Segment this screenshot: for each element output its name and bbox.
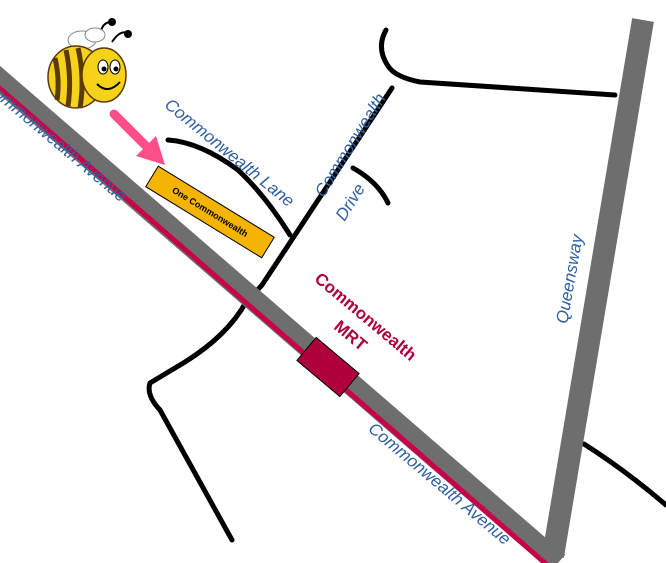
mrt-station-marker <box>296 336 360 398</box>
building-shape <box>145 165 275 259</box>
queensway-label: Queensway <box>552 232 587 325</box>
drive-top-hook <box>379 27 618 98</box>
local-roads <box>146 27 666 543</box>
commonwealth-avenue-road <box>0 65 566 563</box>
commonwealth-lane-road <box>165 137 293 238</box>
drive-branch-road <box>350 165 391 206</box>
mrt-line <box>0 85 549 563</box>
lower-right-road <box>581 441 666 508</box>
commonwealth-drive-road <box>146 85 395 543</box>
queensway-road <box>542 18 654 558</box>
commonwealth-drive-label-line2: Drive <box>332 180 369 224</box>
bee-icon <box>47 18 132 109</box>
arrow-icon <box>109 109 165 165</box>
commonwealth-avenue-label-right: Commonwealth Avenue <box>365 419 515 549</box>
